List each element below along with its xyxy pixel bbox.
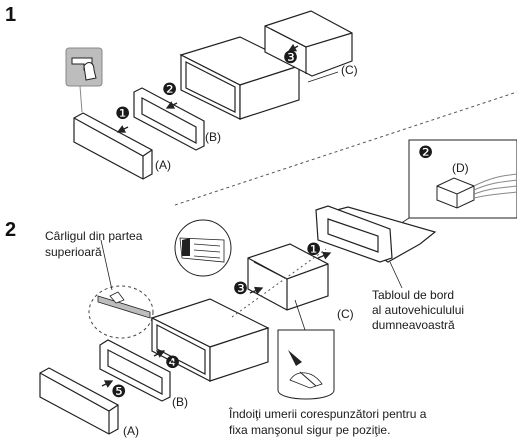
label-b-step2: (B) (172, 395, 188, 409)
bend-caption-line1: Îndoiţi umerii corespunzători pentru a (229, 407, 427, 421)
label-c-step1: (C) (341, 63, 358, 77)
marker-5-step2: ❺ (111, 382, 127, 401)
press-button-callout (65, 47, 103, 113)
trim-ring-b-step1 (133, 87, 205, 151)
marker-2-step1: ❷ (162, 80, 178, 99)
label-d: (D) (452, 161, 469, 175)
marker-2-step2: ❷ (418, 143, 434, 162)
marker-3-step2: ❸ (233, 279, 249, 298)
connector-callout-d (387, 139, 517, 233)
hook-caption-line2: superioară (45, 245, 102, 259)
mounting-sleeve-c-step1 (264, 10, 353, 77)
label-a-step1: (A) (155, 158, 171, 172)
label-a-step2: (A) (123, 424, 139, 438)
label-c-step2: (C) (337, 307, 354, 321)
hook-detail-outline (88, 285, 154, 339)
step-number-2: 2 (5, 219, 17, 241)
marker-4-step2: ❹ (165, 353, 181, 372)
trim-ring-b-step2 (99, 339, 171, 402)
faceplate-a-step2 (39, 367, 119, 435)
dashboard-caption-line2: al autovehiculului (372, 303, 465, 317)
receiver-unit-step2 (150, 298, 270, 382)
mounting-sleeve-c-step2 (247, 243, 329, 311)
receiver-unit-step1 (179, 36, 301, 120)
dashboard-caption-line3: dumneavoastră (372, 318, 455, 332)
step-number-1: 1 (5, 4, 17, 26)
dashboard-panel (315, 205, 437, 263)
bend-caption-line2: fixa manşonul sigur pe poziţie. (229, 423, 391, 437)
dashboard-caption-line1: Tabloul de bord (372, 288, 455, 302)
marker-1-step2: ❶ (306, 240, 322, 259)
marker-1-step1: ❶ (115, 104, 131, 123)
hook-zoom-circle (174, 219, 232, 277)
step-divider (174, 91, 517, 206)
faceplate-a-step1 (73, 112, 153, 180)
bend-tab-zoom-circle (277, 299, 335, 400)
label-b-step1: (B) (205, 130, 221, 144)
hook-caption-line1: Cârligul din partea (45, 229, 143, 243)
marker-3-step1: ❸ (283, 48, 299, 67)
